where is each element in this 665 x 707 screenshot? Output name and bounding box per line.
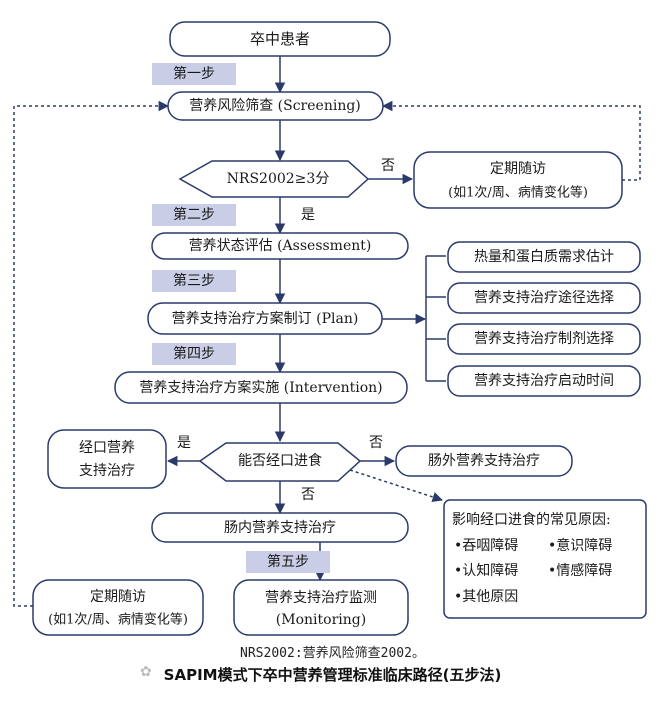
monitoring-line1: 营养支持治疗监测 bbox=[265, 590, 377, 606]
factors-box bbox=[443, 499, 647, 619]
plan-item-1-text: 热量和蛋白质需求估计 bbox=[474, 249, 614, 265]
parenteral-box bbox=[395, 445, 573, 477]
factor-item-1: •吞咽障碍 bbox=[454, 538, 518, 554]
oral-support-line2: 支持治疗 bbox=[79, 463, 135, 479]
factor-item-2: •意识障碍 bbox=[548, 537, 612, 554]
factor-item-4: •情感障碍 bbox=[548, 562, 612, 579]
step5-text: 第五步 bbox=[267, 553, 309, 570]
label-yes-1: 是 bbox=[301, 207, 315, 223]
plan-item-3-text: 营养支持治疗制剂选择 bbox=[474, 331, 614, 347]
nrs-decision-text: NRS2002≥3分 bbox=[227, 171, 330, 187]
oral-support-line1: 经口营养 bbox=[79, 440, 135, 456]
intervention-box bbox=[114, 371, 408, 404]
intervention-text: 营养支持治疗方案实施 (Intervention) bbox=[139, 379, 382, 396]
factor-item-3: •认知障碍 bbox=[454, 562, 518, 579]
footer-note: NRS2002:营养风险筛查2002。 bbox=[240, 646, 425, 661]
plan-item-2-text: 营养支持治疗途径选择 bbox=[474, 289, 614, 306]
watermark-logo-icon: ✿ bbox=[140, 664, 152, 680]
followup-bottom-line2: (如1次/周、病情变化等) bbox=[48, 612, 188, 628]
oral-support-box bbox=[47, 429, 167, 489]
step1-text: 第一步 bbox=[173, 65, 215, 82]
oral-decision-hexagon bbox=[198, 442, 362, 482]
plan-item-3-box bbox=[447, 323, 641, 355]
step4-text: 第四步 bbox=[173, 345, 215, 362]
enteral-box bbox=[151, 512, 409, 543]
followup-top-line1: 定期随访 bbox=[490, 161, 546, 177]
step2-label-bg bbox=[152, 204, 236, 226]
step1-label-bg bbox=[152, 63, 236, 85]
plan-item-2-box bbox=[447, 282, 641, 314]
label-yes-2: 是 bbox=[177, 435, 191, 451]
dashed-followup-bottom-loop bbox=[13, 100, 170, 607]
plan-item-4-box bbox=[447, 365, 641, 397]
followup-top-line2: (如1次/周、病情变化等) bbox=[448, 185, 588, 201]
screening-text: 营养风险筛查 (Screening) bbox=[189, 98, 361, 114]
screening-box bbox=[167, 91, 384, 121]
assessment-text: 营养状态评估 (Assessment) bbox=[189, 238, 372, 254]
step3-label-bg bbox=[152, 270, 236, 292]
assessment-box bbox=[151, 232, 409, 260]
label-no-1: 否 bbox=[381, 158, 395, 174]
step4-label-bg bbox=[152, 343, 236, 365]
nrs-decision-hexagon bbox=[178, 160, 370, 198]
monitoring-box bbox=[233, 579, 409, 636]
label-no-3: 否 bbox=[301, 487, 315, 503]
monitoring-line2: (Monitoring) bbox=[276, 612, 366, 628]
step3-text: 第三步 bbox=[173, 272, 215, 289]
label-no-2: 否 bbox=[369, 435, 383, 451]
followup-bottom-line1: 定期随访 bbox=[90, 589, 146, 605]
step2-text: 第二步 bbox=[173, 206, 215, 223]
step5-label-bg bbox=[246, 551, 330, 573]
plan-box bbox=[147, 302, 383, 335]
factors-title: 影响经口进食的常见原因: bbox=[452, 511, 611, 528]
plan-text: 营养支持治疗方案制订 (Plan) bbox=[172, 310, 359, 327]
factor-item-5: •其他原因 bbox=[454, 589, 518, 605]
followup-top-box bbox=[413, 151, 623, 209]
followup-bottom-box bbox=[32, 579, 204, 636]
start-box bbox=[169, 21, 391, 57]
parenteral-text: 肠外营养支持治疗 bbox=[428, 453, 540, 469]
start-text: 卒中患者 bbox=[250, 30, 310, 48]
enteral-text: 肠内营养支持治疗 bbox=[224, 520, 336, 536]
oral-decision-text: 能否经口进食 bbox=[238, 452, 322, 469]
dashed-followup-top-loop bbox=[381, 100, 641, 181]
dashed-oral-factors bbox=[349, 469, 443, 503]
figure-caption: SAPIM模式下卒中营养管理标准临床路径(五步法) bbox=[163, 666, 502, 684]
plan-item-4-text: 营养支持治疗启动时间 bbox=[474, 373, 614, 389]
plan-item-1-box bbox=[447, 241, 641, 273]
